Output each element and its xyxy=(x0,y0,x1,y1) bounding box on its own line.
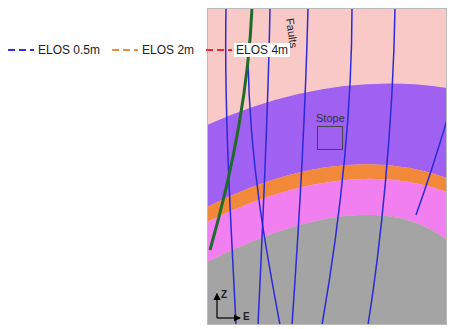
host-rock xyxy=(207,8,447,325)
axis-e: E xyxy=(243,311,250,322)
stope-label: Stope xyxy=(316,112,345,124)
stope-outline xyxy=(317,126,343,150)
axis-arrows xyxy=(217,294,240,318)
legend-sample xyxy=(206,49,232,51)
legend-text: ELOS 4m xyxy=(234,43,290,57)
legend-sample xyxy=(8,49,34,51)
footwall xyxy=(207,215,447,325)
legend-text: ELOS 2m xyxy=(140,43,196,57)
stope-box: Stope xyxy=(316,112,345,150)
axis-z: Z xyxy=(221,289,227,300)
fault-lines xyxy=(226,8,447,325)
panel-border xyxy=(208,9,447,325)
legend-text: ELOS 0.5m xyxy=(36,43,102,57)
legend-sample xyxy=(112,49,138,51)
